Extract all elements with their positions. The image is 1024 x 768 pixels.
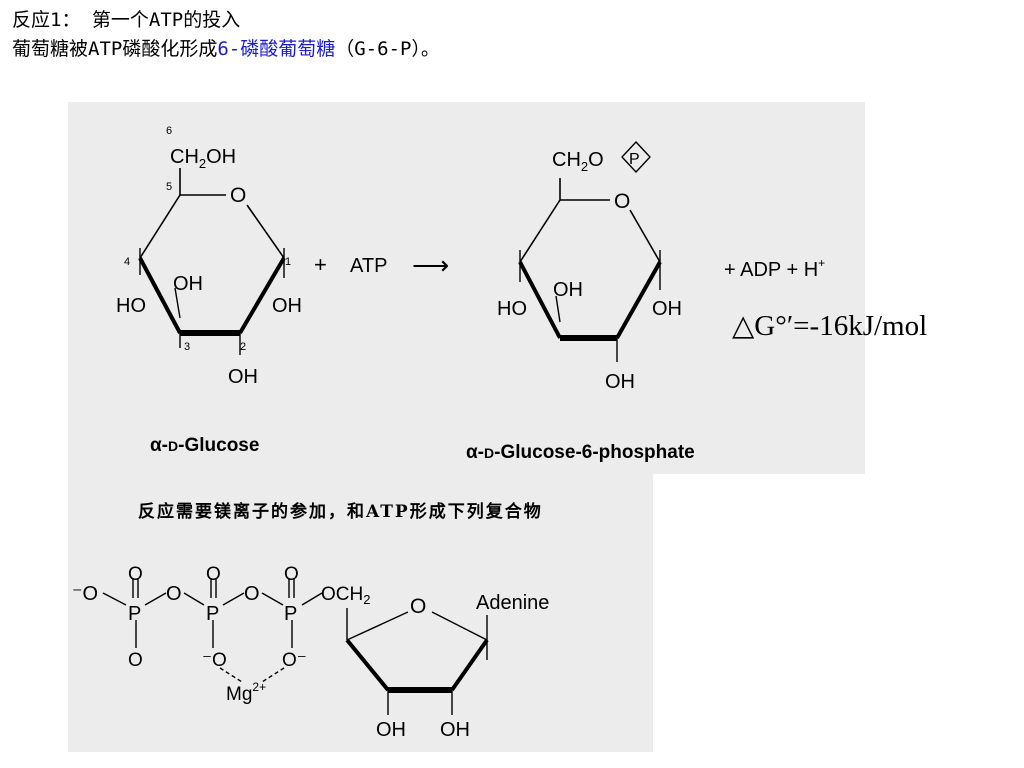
carbon-5-label: 5 (166, 181, 172, 193)
carbon-6-label: 6 (166, 125, 172, 137)
adenine-label: Adenine (476, 592, 549, 614)
p1-bottom-o: O (128, 650, 143, 671)
phosphate-p-label: P (629, 151, 640, 168)
glucose-ring-oxygen: O (230, 184, 246, 207)
glucose-ho: HO (116, 295, 146, 317)
products-label: + ADP + H+ (724, 256, 825, 281)
ribose-oh-3: OH (440, 719, 470, 741)
bridge-o-2: O (244, 583, 260, 605)
och2-group: OCH2 (321, 584, 370, 607)
atp-complex-figure-panel (68, 474, 653, 752)
phosphorus-3: P (284, 603, 297, 625)
heading-line-2-suffix: （G-6-P）。 (335, 38, 440, 60)
magnesium-ion: Mg2+ (226, 680, 266, 705)
p1-double-bond-o: O (128, 564, 143, 585)
atp-label: ATP (350, 255, 387, 277)
p3-double-bond-o: O (284, 564, 299, 585)
reaction-arrow: ⟶ (412, 250, 449, 280)
phosphorus-1: P (128, 603, 141, 625)
glucose-caption: α-D-Glucose (150, 435, 259, 456)
carbon-3-label: 3 (184, 341, 190, 353)
reaction-figure-panel (68, 102, 865, 474)
heading-highlight: 6-磷酸葡萄糖 (217, 38, 336, 60)
glucose-structure (138, 168, 286, 355)
g6p-c4-oh: OH (553, 279, 583, 301)
g6p-c2-oh: OH (605, 371, 635, 393)
g6p-structure (518, 140, 662, 362)
glucose-c1-oh: OH (272, 295, 302, 317)
g6p-ho: HO (497, 298, 527, 320)
ribose-oh-2: OH (376, 719, 406, 741)
atp-complex-structure (102, 578, 489, 715)
slide-heading: 反应1： 第一个ATP的投入 葡萄糖被ATP磷酸化形成6-磷酸葡萄糖（G-6-P… (12, 6, 440, 64)
glucose-c4-oh: OH (173, 273, 203, 295)
g6p-ring-oxygen: O (614, 190, 630, 213)
carbon-1-label: 1 (285, 256, 291, 268)
plus-sign: + (314, 252, 327, 277)
magnesium-note: 反应需要镁离子的参加，和ATP形成下列复合物 (138, 502, 543, 522)
carbon-2-label: 2 (240, 341, 246, 353)
p3-o-minus: O⁻ (282, 650, 307, 671)
p2-o-minus: ⁻O (202, 650, 227, 671)
complex-o-minus: ⁻O (72, 583, 98, 605)
heading-line-2-prefix: 葡萄糖被ATP磷酸化形成 (12, 38, 218, 60)
g6p-ch2o: CH2O (552, 149, 604, 174)
heading-line-2: 葡萄糖被ATP磷酸化形成6-磷酸葡萄糖（G-6-P）。 (12, 35, 440, 64)
g6p-c1-oh: OH (652, 298, 682, 320)
carbon-4-label: 4 (124, 256, 130, 268)
delta-g-value: △G°′=-16kJ/mol (732, 310, 928, 342)
heading-line-1: 反应1： 第一个ATP的投入 (12, 9, 241, 31)
glucose-c2-oh: OH (228, 366, 258, 388)
phosphorus-2: P (206, 603, 219, 625)
glucose-ch2oh: CH2OH (170, 146, 236, 171)
p2-double-bond-o: O (206, 564, 221, 585)
bridge-o-1: O (166, 583, 182, 605)
ribose-ring-oxygen: O (410, 595, 426, 618)
g6p-caption: α-D-Glucose-6-phosphate (466, 442, 695, 463)
